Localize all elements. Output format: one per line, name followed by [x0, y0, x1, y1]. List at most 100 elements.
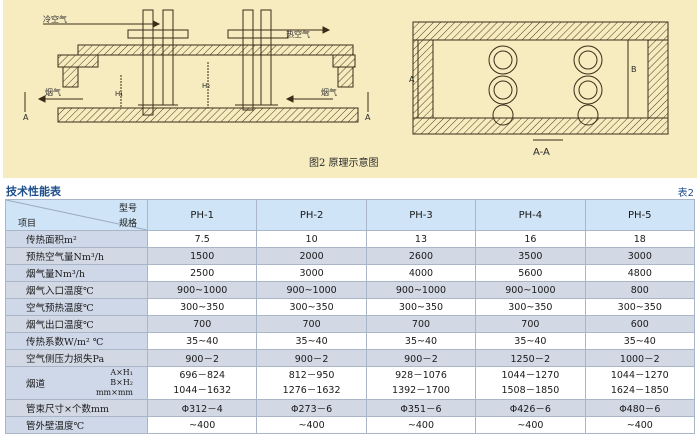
table-cell: 900－2 [146, 349, 258, 367]
table-cell: 300~350 [475, 298, 586, 316]
table-cell: 1250－2 [475, 349, 586, 367]
table-cell: 700 [146, 315, 258, 333]
table-corner-cell: 型号 规格 项目 [5, 199, 148, 231]
table-cell: 300~350 [584, 298, 696, 316]
flue-cell: 1044－1270 1624－1850 [584, 366, 696, 400]
table-cell: 900－2 [365, 349, 477, 367]
table-cell: Φ273－6 [256, 399, 367, 417]
table-cell: ~400 [475, 416, 586, 434]
flue-gas-label-right: 烟气 [321, 87, 337, 97]
heat-exchanger-side-view [24, 9, 369, 123]
mark-a-right: A [365, 113, 371, 122]
cold-air-label: 冷空气 [43, 14, 67, 24]
row-label: 烟气入口温度℃ [5, 281, 148, 299]
table-cell: 5600 [475, 264, 586, 282]
flue-value-line2: 1624－1850 [610, 385, 669, 396]
table-cell: 35~40 [584, 332, 696, 350]
flue-value-line2: 1276－1632 [282, 385, 341, 396]
flue-dim-label: mm×mm [95, 388, 133, 397]
table-cell: 2000 [256, 247, 367, 265]
table-cell: 7.5 [146, 230, 258, 248]
diagram-caption: 图2 原理示意图 [309, 156, 379, 169]
table-cell: 35~40 [146, 332, 258, 350]
flue-value-line2: 1508－1850 [501, 385, 560, 396]
table-cell: ~400 [584, 416, 696, 434]
model-header: PH-1 [146, 199, 258, 231]
model-header: PH-4 [475, 199, 586, 231]
table-cell: 300~350 [365, 298, 477, 316]
table-header-row: 型号 规格 项目 PH-1 PH-2 PH-3 PH-4 PH-5 [5, 199, 696, 231]
corner-spec-label: 规格 [118, 219, 137, 229]
corner-model-label: 型号 [118, 204, 137, 214]
section-aa-label: A-A [533, 147, 550, 158]
row-label: 烟气量Nm³/h [5, 264, 148, 282]
dim-b-label: B [631, 65, 637, 74]
table-cell: Φ351－6 [365, 399, 477, 417]
table-cell: 300~350 [146, 298, 258, 316]
flue-gas-label-left: 烟气 [45, 87, 61, 97]
table-cell: 900~1000 [256, 281, 367, 299]
table-reference: 表2 [677, 188, 694, 199]
table-cell: 4800 [584, 264, 696, 282]
table-cell: Φ312－4 [146, 399, 258, 417]
table-cell: 800 [584, 281, 696, 299]
flue-dim-label: B×H₂ [110, 378, 133, 387]
table-cell: 35~40 [256, 332, 367, 350]
corner-diagonal [6, 200, 147, 230]
table-cell: 900－2 [256, 349, 367, 367]
table-cell: ~400 [256, 416, 367, 434]
table-cell: ~400 [146, 416, 258, 434]
section-title: 技术性能表 [6, 185, 61, 198]
table-cell: 10 [256, 230, 367, 248]
table-cell: 35~40 [365, 332, 477, 350]
dim-h2-label: H₂ [202, 82, 210, 90]
table-cell: 900~1000 [365, 281, 477, 299]
table-cell: 700 [256, 315, 367, 333]
table-cell: 700 [475, 315, 586, 333]
schematic-diagram: 冷空气 热空气 烟气 烟气 A A H₁ H₂ A B A-A 图2 原理示意图 [23, 9, 669, 169]
table-cell: 16 [475, 230, 586, 248]
corner-item-label: 项目 [18, 219, 37, 229]
table-cell: 1000－2 [584, 349, 696, 367]
table-cell: 1500 [146, 247, 258, 265]
table-cell: 900~1000 [146, 281, 258, 299]
spec-table: 型号 规格 项目 PH-1 PH-2 PH-3 PH-4 PH-5 传热面积m²… [5, 199, 696, 434]
table-cell: 13 [365, 230, 477, 248]
row-label: 烟气出口温度℃ [5, 315, 148, 333]
flue-label: 烟道 [26, 379, 46, 390]
table-cell: 4000 [365, 264, 477, 282]
table-cell: 3000 [584, 247, 696, 265]
model-header: PH-2 [256, 199, 367, 231]
flue-value-line1: 1044－1270 [610, 370, 669, 381]
table-cell: Φ480－6 [584, 399, 696, 417]
table-cell: ~400 [365, 416, 477, 434]
hot-air-label: 热空气 [286, 29, 310, 39]
flue-value-line1: 812－950 [288, 370, 335, 381]
row-label: 预热空气量Nm³/h [5, 247, 148, 265]
heat-exchanger-section-view [412, 21, 669, 141]
table-cell: 35~40 [475, 332, 586, 350]
table-cell: 900~1000 [475, 281, 586, 299]
mark-a-left: A [23, 113, 29, 122]
table-cell: 600 [584, 315, 696, 333]
table-cell: 700 [365, 315, 477, 333]
row-label: 管外壁温度℃ [5, 416, 148, 434]
flue-value-line1: 928－1076 [395, 370, 447, 381]
dim-h1-label: H₁ [115, 90, 123, 98]
table-cell: 300~350 [256, 298, 367, 316]
flue-value-line1: 1044－1270 [501, 370, 560, 381]
model-header: PH-3 [365, 199, 477, 231]
table-cell: 2500 [146, 264, 258, 282]
flue-cell: 812－950 1276－1632 [256, 366, 367, 400]
row-label: 传热面积m² [5, 230, 148, 248]
